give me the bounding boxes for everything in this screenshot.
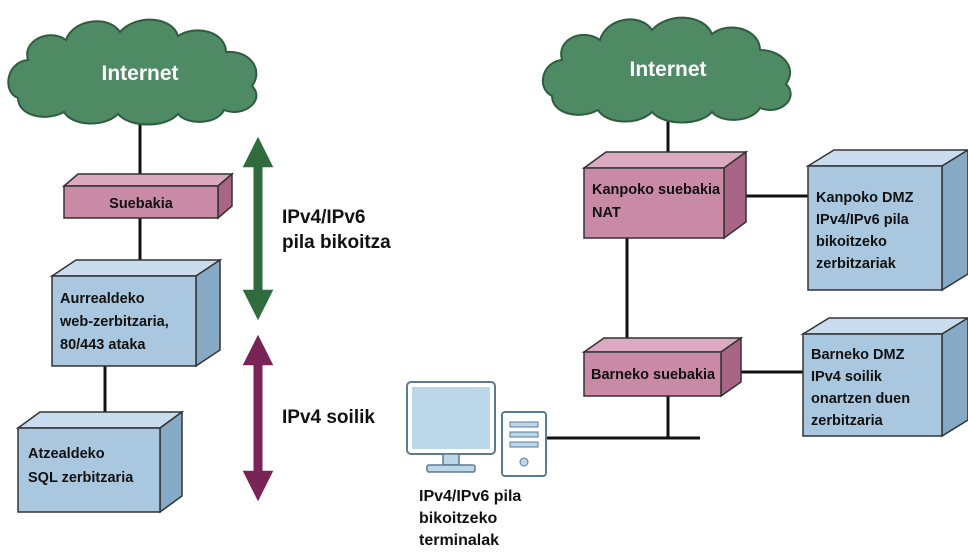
cloud-label: Internet (629, 58, 706, 81)
backend-line-1: Atzealdeko (28, 446, 105, 462)
outer-dmz-line-3: bikoitzeko (816, 234, 887, 250)
box-top (581, 337, 744, 353)
connector-lines (103, 108, 810, 440)
box-top (800, 317, 968, 335)
terminal-computer: IPv4/IPv6 pila bikoitzeko terminalak (406, 381, 547, 549)
box-front (802, 333, 943, 437)
terminals-line-3: terminalak (419, 532, 499, 549)
outer-firewall-line-2: NAT (592, 205, 621, 221)
box-top (61, 173, 235, 187)
box-side (723, 150, 747, 240)
box-front (17, 427, 161, 513)
box-top (805, 149, 968, 167)
cloud-right: Internet (542, 16, 792, 124)
ipv4-only-arrow: IPv4 soilik (242, 334, 375, 502)
backend-line-2: SQL zerbitzaria (28, 470, 134, 486)
server-outer-dmz: Kanpoko DMZ IPv4/IPv6 pila bikoitzeko ze… (805, 149, 968, 292)
box-top (49, 259, 223, 277)
tower-icon (501, 411, 547, 477)
terminals-line-2: bikoitzeko (419, 510, 497, 527)
cloud-left: Internet (7, 18, 258, 126)
dual-stack-label-line-1: IPv4/IPv6 (282, 207, 365, 228)
box-side (159, 410, 183, 514)
box-front (583, 167, 725, 239)
box-front (583, 351, 722, 397)
box-front (63, 185, 219, 219)
outer-dmz-line-4: zerbitzariak (816, 256, 897, 272)
box-front (51, 275, 197, 367)
dual-stack-label-line-2: pila bikoitza (282, 232, 391, 253)
server-backend: Atzealdeko SQL zerbitzaria (15, 410, 185, 514)
outer-dmz-line-1: Kanpoko DMZ (816, 190, 914, 206)
box-front (807, 165, 943, 291)
outer-dmz-line-2: IPv4/IPv6 pila (816, 212, 910, 228)
firewall-label: Suebakia (109, 196, 174, 212)
firewall-left: Suebakia (61, 172, 235, 220)
monitor-icon (406, 381, 496, 473)
inner-dmz-line-2: IPv4 soilik (811, 369, 883, 385)
cloud-shape (542, 16, 792, 124)
box-side (941, 317, 968, 438)
inner-dmz-line-3: onartzen duen (811, 391, 910, 407)
inner-dmz-line-4: zerbitzaria (811, 413, 884, 429)
server-inner-dmz: Barneko DMZ IPv4 soilik onartzen duen ze… (800, 317, 968, 438)
box-top (581, 151, 749, 169)
box-top (15, 411, 185, 429)
box-side (941, 149, 968, 292)
dual-stack-arrow: IPv4/IPv6 pila bikoitza (242, 136, 391, 321)
frontend-line-3: 80/443 ataka (60, 337, 146, 353)
frontend-line-1: Aurrealdeko (60, 291, 145, 307)
firewall-inner: Barneko suebakia (581, 336, 744, 398)
frontend-line-2: web-zerbitzaria, (59, 314, 169, 330)
outer-firewall-line-1: Kanpoko suebakia (592, 182, 721, 198)
ipv4-only-label: IPv4 soilik (282, 407, 375, 428)
inner-firewall-label: Barneko suebakia (591, 367, 716, 383)
terminals-line-1: IPv4/IPv6 pila (419, 488, 521, 505)
box-side (195, 258, 221, 368)
server-frontend: Aurrealdeko web-zerbitzaria, 80/443 atak… (49, 258, 223, 368)
cloud-label: Internet (101, 62, 178, 85)
cloud-shape (7, 18, 258, 126)
firewall-outer: Kanpoko suebakia NAT (581, 150, 749, 240)
inner-dmz-line-1: Barneko DMZ (811, 347, 905, 363)
